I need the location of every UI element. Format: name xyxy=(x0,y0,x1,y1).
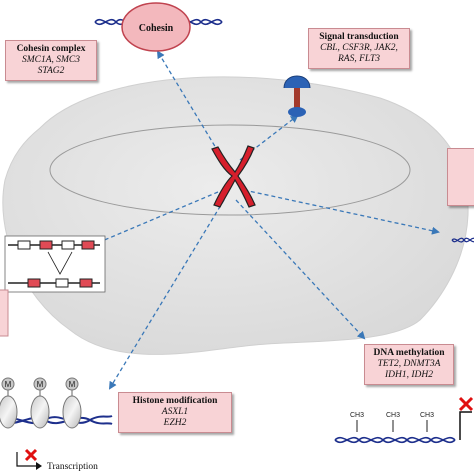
cohesin-complex-genes-2: STAG2 xyxy=(37,66,65,76)
cohesin-ring xyxy=(121,2,191,52)
legend-transcription-label: Transcription xyxy=(47,462,98,472)
dna-methylation-genes-2: IDH1, IDH2 xyxy=(384,370,434,380)
dna-methylation-box: DNA methylation TET2, DNMT3A IDH1, IDH2 xyxy=(364,344,454,385)
splicing-graphic xyxy=(4,235,106,293)
histone-modification-genes-1: ASXL1 xyxy=(161,407,189,417)
dna-methylation-genes-1: TET2, DNMT3A xyxy=(377,359,441,369)
ch3-label-2: CH3 xyxy=(386,412,400,419)
left-partial-box xyxy=(0,289,9,337)
signal-transduction-genes-1: CBL, CSF3R, JAK2, xyxy=(320,43,398,53)
receptor-icon xyxy=(283,75,311,117)
cell-body xyxy=(2,76,469,355)
histone-modification-box: Histone modification ASXL1 EZH2 xyxy=(118,392,232,433)
pathway-arrows xyxy=(93,50,440,390)
methyl-label-3: M xyxy=(69,380,76,389)
legend-x-icon xyxy=(24,448,38,462)
histone-modification-genes-2: EZH2 xyxy=(163,418,187,428)
repression-x-icon xyxy=(458,396,474,412)
nucleosome-3 xyxy=(62,395,82,429)
ch3-label-1: CH3 xyxy=(350,412,364,419)
arrow-to-histone xyxy=(108,199,225,390)
cohesin-dna-icon: Cohesin xyxy=(94,2,223,52)
methylated-dna-graphic: CH3 CH3 CH3 xyxy=(334,396,474,444)
histone-modification-title: Histone modification xyxy=(132,396,218,406)
cohesin-complex-title: Cohesin complex xyxy=(16,44,86,54)
cohesin-complex-genes-1: SMC1A, SMC3 xyxy=(21,55,81,65)
cohesin-label: Cohesin xyxy=(139,23,174,34)
right-partial-title: T xyxy=(452,158,474,169)
chromosome-icon xyxy=(211,145,256,208)
methyl-mark-1 xyxy=(1,377,15,391)
arrow-to-right xyxy=(243,189,440,235)
histone-graphic: M M M xyxy=(0,377,113,429)
ch3-label-3: CH3 xyxy=(420,412,434,419)
nucleosome-1 xyxy=(0,395,18,429)
cohesin-complex-box: Cohesin complex SMC1A, SMC3 STAG2 xyxy=(5,40,97,81)
nucleus xyxy=(49,124,411,216)
methyl-label-2: M xyxy=(37,380,44,389)
signal-transduction-title: Signal transduction xyxy=(319,32,399,42)
right-partial-box: T xyxy=(447,148,474,206)
nucleosome-2 xyxy=(30,395,50,429)
transcription-legend: Transcription xyxy=(16,448,98,472)
dna-methylation-title: DNA methylation xyxy=(373,348,445,358)
methyl-mark-2 xyxy=(33,377,47,391)
methyl-mark-3 xyxy=(65,377,79,391)
dna-right-icon xyxy=(451,237,474,243)
arrow-to-methylation xyxy=(235,199,366,340)
arrow-to-signal xyxy=(239,114,299,161)
signal-transduction-box: Signal transduction CBL, CSF3R, JAK2, RA… xyxy=(308,28,410,69)
methyl-label-1: M xyxy=(5,380,12,389)
signal-transduction-genes-2: RAS, FLT3 xyxy=(337,54,381,64)
arrow-to-splicing xyxy=(93,191,219,246)
